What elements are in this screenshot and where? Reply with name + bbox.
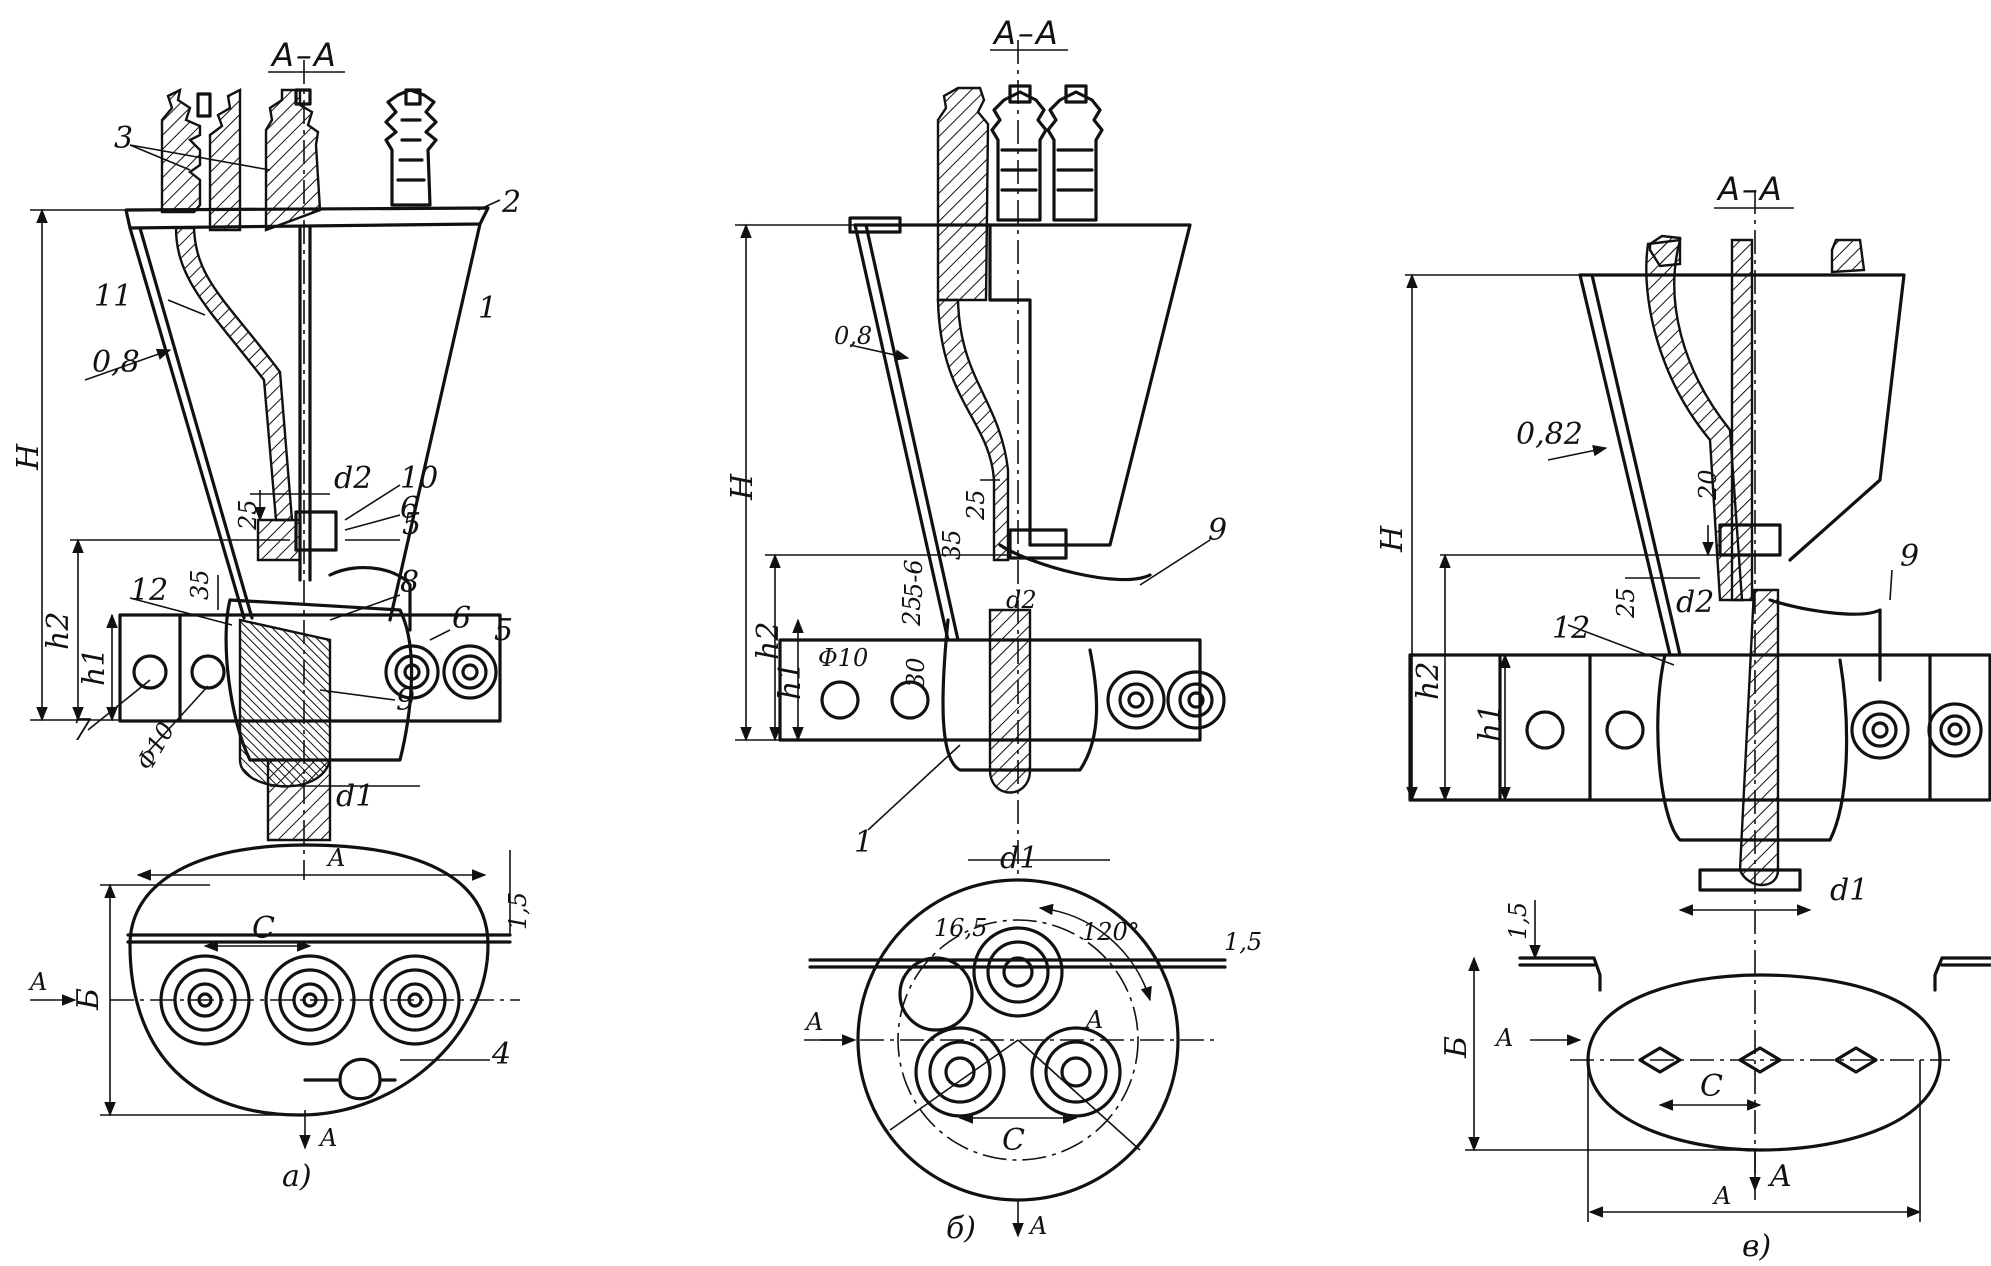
- panel-b-conductor: [936, 298, 1010, 562]
- panel-b-dim-C: C: [1002, 1123, 1025, 1158]
- dim-h1: h1: [77, 648, 112, 686]
- panel-a-caption: а): [282, 1159, 312, 1194]
- label-5b: 5: [494, 613, 513, 648]
- label-6: 6: [400, 491, 419, 526]
- panel-v-clamp: [1718, 523, 1782, 557]
- label-7: 7: [72, 713, 92, 748]
- label-10: 10: [400, 461, 438, 496]
- label-12: 12: [130, 573, 168, 608]
- panel-v-dim-h2: h2: [1411, 662, 1446, 700]
- section-arrow-a2: A: [318, 1124, 337, 1152]
- section-arrow-a: A: [28, 968, 47, 996]
- label-8: 8: [400, 565, 419, 600]
- panel-v-dim-1-5: 1,5: [1504, 902, 1532, 940]
- label-9: 9: [396, 683, 415, 718]
- dim-35: 35: [186, 569, 214, 600]
- label-11: 11: [94, 279, 132, 314]
- panel-a-section-label: A–A: [270, 36, 338, 74]
- panel-v-label-12: 12: [1552, 611, 1590, 646]
- panel-a: A–A 3 2 1 11 0,8 d2 10 6 5 25 35 8 6 5 1…: [11, 36, 532, 1194]
- panel-b: A–A 0,8 H 25 35 5-6 25 d2 9 30 Φ10 h2 h1…: [725, 14, 1262, 1246]
- panel-b-label-1: 1: [854, 825, 873, 860]
- dim-d1: d1: [336, 779, 374, 814]
- thickness-dim: 0,8: [92, 345, 140, 380]
- dim-d2: d2: [334, 461, 372, 496]
- panel-b-label-9: 9: [1208, 513, 1227, 548]
- panel-v-dim-H: H: [1375, 525, 1410, 553]
- panel-v-dim-h1: h1: [1473, 704, 1508, 742]
- panel-v: A–A 0,82 H 20 25 d2 9 12 h2 h1 d1 1,5 Б …: [1375, 170, 1991, 1264]
- dim-1-5: 1,5: [504, 892, 532, 930]
- panel-b-dim-25a: 25: [962, 489, 990, 521]
- label-3: 3: [114, 121, 133, 156]
- panel-b-section-label: A–A: [992, 14, 1060, 52]
- panel-b-dim-r: 16,5: [934, 914, 987, 942]
- panel-v-terminals: [1850, 700, 1983, 760]
- label-6b: 6: [452, 601, 471, 636]
- panel-v-thickness: 0,82: [1516, 417, 1583, 452]
- panel-b-caption: б): [946, 1211, 976, 1246]
- panel-b-dim-phi10: Φ10: [818, 644, 868, 672]
- panel-b-arrow-a: A: [804, 1008, 823, 1036]
- panel-a-cone-left: [128, 226, 246, 620]
- panel-b-dim-A: A: [1084, 1006, 1103, 1034]
- panel-a-terminals: [384, 644, 498, 700]
- label-2: 2: [501, 185, 521, 220]
- panel-b-plan-view: [804, 878, 1227, 1238]
- panel-b-dim-35: 35: [938, 529, 966, 560]
- panel-b-dim-1-5: 1,5: [1224, 928, 1262, 956]
- panel-b-cone: [853, 223, 1192, 547]
- panel-b-thickness: 0,8: [834, 322, 872, 350]
- panel-a-clamp: [294, 510, 338, 552]
- dim-C: C: [252, 911, 275, 946]
- panel-v-dim-d2: d2: [1676, 585, 1714, 620]
- panel-v-dim-20: 20: [1694, 469, 1722, 501]
- dim-H: H: [11, 443, 46, 471]
- dim-A: A: [326, 844, 345, 872]
- panel-b-arrow-a2: A: [1028, 1212, 1047, 1240]
- panel-a-conductor: [174, 226, 294, 522]
- panel-b-dim-H: H: [725, 473, 760, 501]
- dim-B: Б: [71, 988, 106, 1011]
- panel-b-dim-d2: d2: [1006, 586, 1037, 614]
- panel-b-dim-h2: h2: [751, 622, 786, 660]
- panel-b-bushings: [936, 84, 1104, 302]
- panel-v-dim-25: 25: [1612, 587, 1640, 619]
- label-4: 4: [491, 1037, 511, 1072]
- panel-v-cables: [1645, 234, 1866, 602]
- panel-b-dim-h1: h1: [773, 662, 808, 700]
- panel-v-label-9: 9: [1900, 539, 1919, 574]
- panel-a-plan-view: [30, 843, 520, 1150]
- panel-v-dim-A: A: [1712, 1182, 1731, 1210]
- panel-v-cone: [1578, 273, 1906, 562]
- dim-phi10: Φ10: [131, 718, 180, 775]
- panel-b-terminals: [1106, 670, 1226, 730]
- panel-v-dim-d1: d1: [1830, 873, 1868, 908]
- panel-v-arrow-a2: A: [1767, 1159, 1792, 1194]
- panel-a-plate: [118, 613, 502, 723]
- panel-v-plan-view: [1465, 900, 1991, 1222]
- panel-v-section-label: A–A: [1716, 170, 1784, 208]
- label-1: 1: [478, 291, 497, 326]
- label-5: 5: [402, 507, 421, 542]
- panel-b-dim-5-6: 5-6: [900, 559, 928, 598]
- dim-h2: h2: [41, 612, 76, 650]
- panel-v-caption: в): [1742, 1229, 1771, 1264]
- dim-25: 25: [234, 499, 262, 531]
- panel-b-dim-d1: d1: [1000, 841, 1038, 876]
- panel-v-dim-B: Б: [1439, 1036, 1474, 1059]
- panel-b-clamp: [1008, 528, 1068, 560]
- panel-a-cone-right: [388, 222, 482, 622]
- panel-b-dim-25b: 25: [898, 595, 926, 627]
- panel-a-bushings: [160, 87, 438, 232]
- panel-v-dim-C: C: [1700, 1069, 1723, 1104]
- panel-b-dim-30: 30: [902, 657, 930, 688]
- panel-v-arrow-a: A: [1494, 1024, 1513, 1052]
- panel-b-dim-angle: 120°: [1082, 918, 1140, 946]
